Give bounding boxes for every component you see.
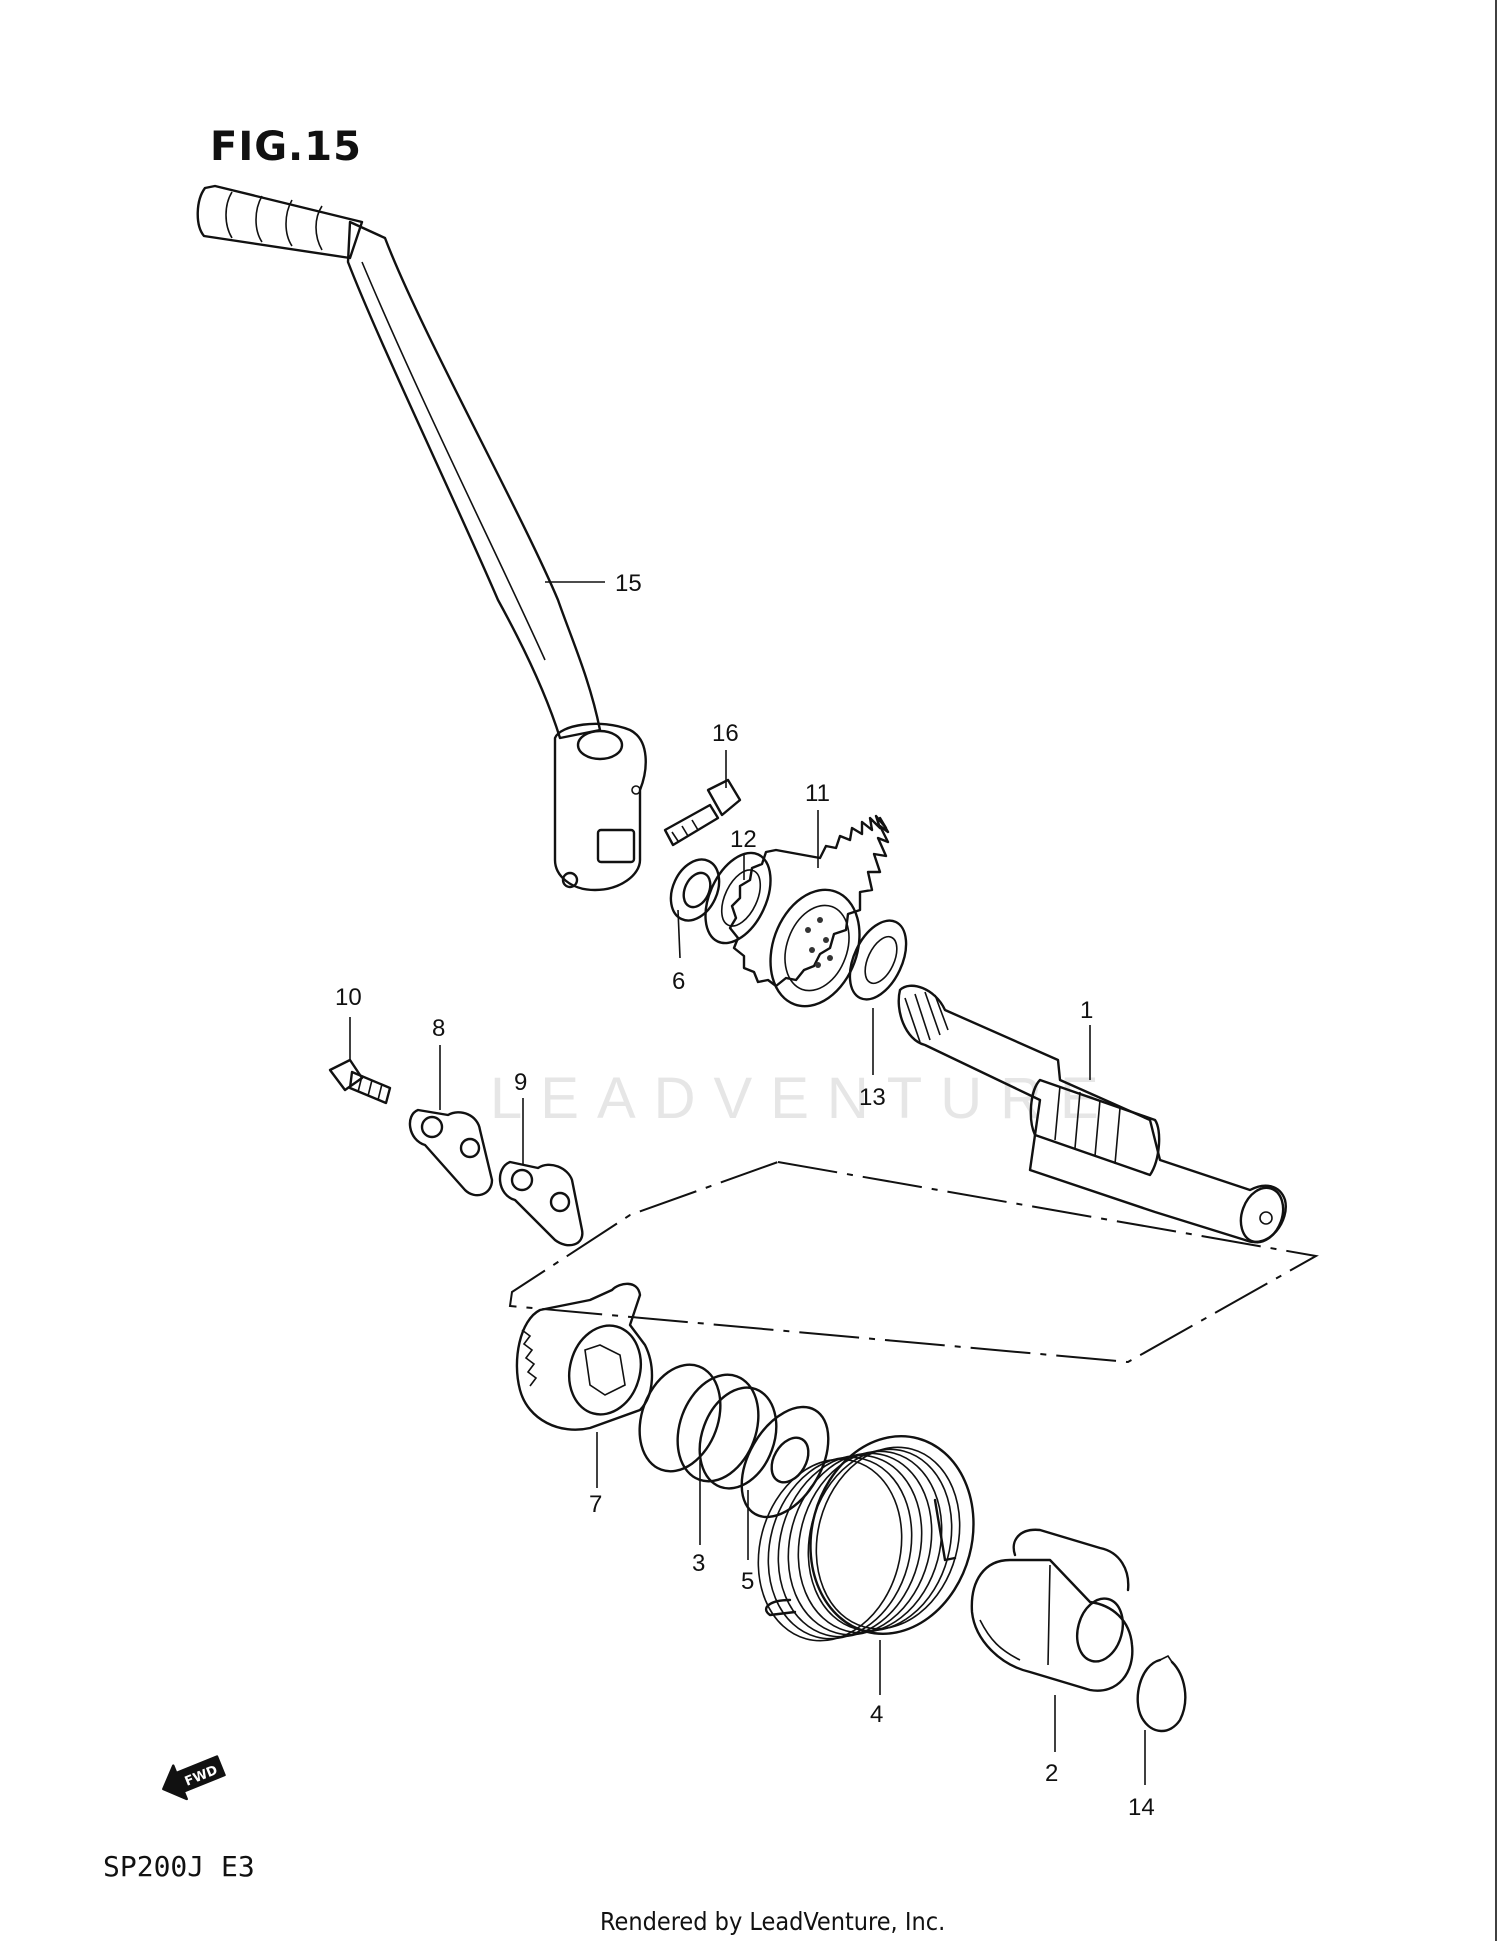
assembly-outline bbox=[508, 1161, 1319, 1364]
callout-1: 1 bbox=[1080, 997, 1093, 1024]
callout-16: 16 bbox=[712, 720, 739, 747]
callout-labels: 15 16 11 12 6 13 1 10 8 9 7 3 5 4 2 14 bbox=[335, 570, 1155, 1821]
callout-6: 6 bbox=[672, 968, 685, 995]
spring-3 bbox=[638, 1363, 778, 1490]
plate-9 bbox=[498, 1160, 584, 1247]
circlip-14 bbox=[1136, 1654, 1187, 1733]
callout-5: 5 bbox=[741, 1568, 754, 1595]
model-code: SP200J E3 bbox=[103, 1850, 255, 1883]
callout-13: 13 bbox=[859, 1084, 886, 1111]
plate-8 bbox=[408, 1108, 494, 1197]
callout-8: 8 bbox=[432, 1015, 445, 1042]
callout-7: 7 bbox=[589, 1491, 602, 1518]
footer-credit: Rendered by LeadVenture, Inc. bbox=[600, 1907, 946, 1936]
spring-guide-2 bbox=[970, 1528, 1134, 1692]
watermark: LEADVENTURE bbox=[490, 1066, 1117, 1131]
callout-2: 2 bbox=[1045, 1760, 1058, 1787]
kick-starter-lever bbox=[196, 184, 647, 892]
bolt-16 bbox=[663, 778, 742, 847]
idle-gear-11 bbox=[728, 814, 890, 1008]
callout-11: 11 bbox=[805, 780, 830, 807]
callout-14: 14 bbox=[1128, 1794, 1155, 1821]
callout-3: 3 bbox=[692, 1550, 705, 1577]
callout-10: 10 bbox=[335, 984, 362, 1011]
callout-9: 9 bbox=[514, 1069, 527, 1096]
figure-title: FIG.15 bbox=[210, 124, 362, 170]
callout-4: 4 bbox=[870, 1701, 883, 1728]
fwd-arrow-icon: FWD bbox=[162, 1755, 226, 1801]
callout-15: 15 bbox=[615, 570, 642, 597]
leader-lines bbox=[349, 581, 1146, 1785]
bolt-10 bbox=[328, 1058, 392, 1105]
washer-13 bbox=[848, 919, 908, 1001]
washer-12 bbox=[704, 851, 772, 945]
callout-12: 12 bbox=[730, 826, 757, 853]
return-spring-4 bbox=[757, 1435, 975, 1642]
drive-gear-7 bbox=[515, 1282, 654, 1431]
kick-starter-shaft bbox=[897, 984, 1287, 1244]
oil-seal-6 bbox=[669, 858, 721, 922]
